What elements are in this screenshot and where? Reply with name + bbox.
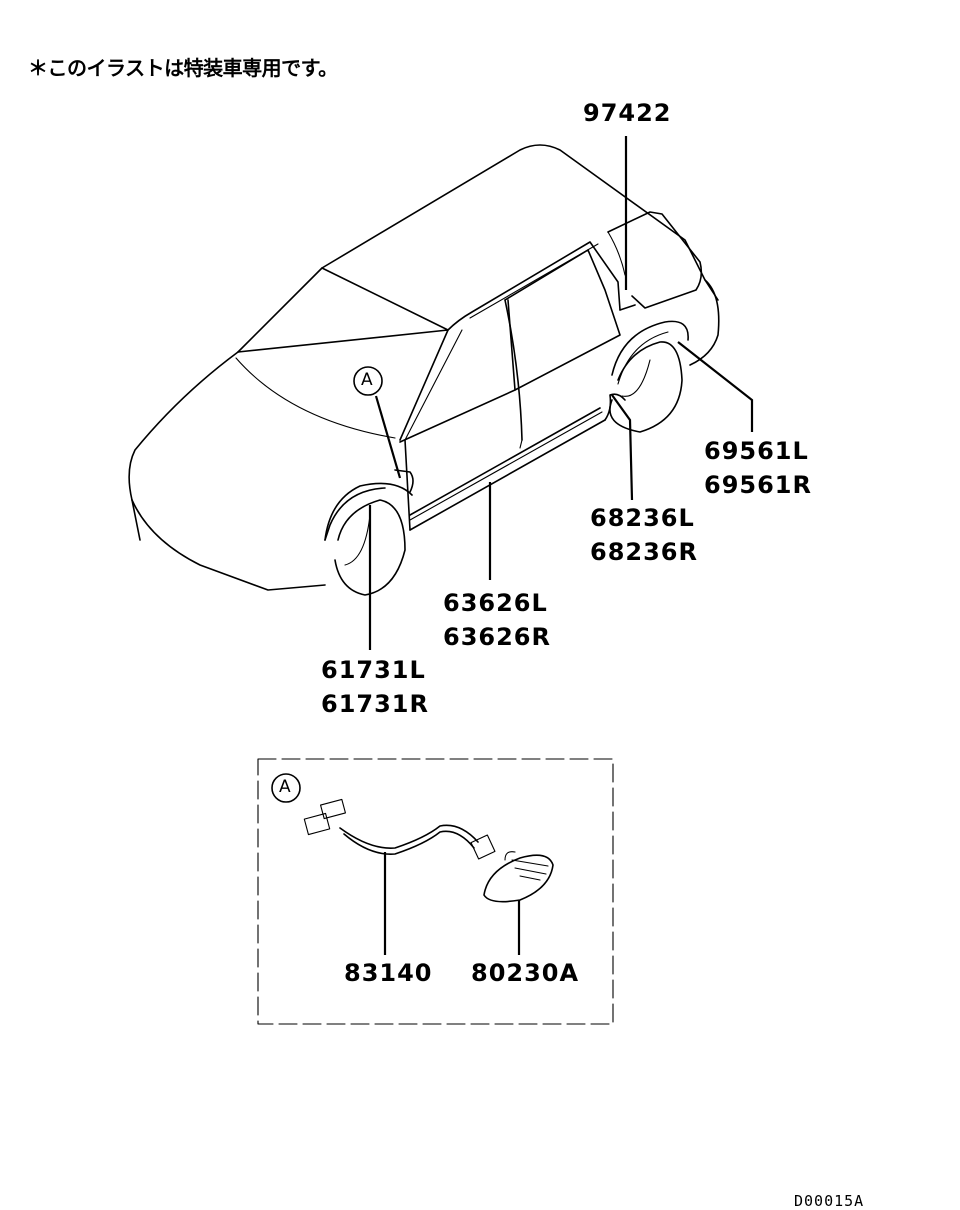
- part-number-80230A[interactable]: 80230A: [471, 959, 580, 987]
- detail-box-a: [257, 758, 614, 1025]
- detail-callout-a-label: A: [279, 777, 291, 797]
- part-number-68236[interactable]: 68236L 68236R: [590, 504, 698, 566]
- part-number-61731[interactable]: 61731L 61731R: [321, 656, 429, 718]
- vehicle-note: ＊このイラストは特装車専用です。: [28, 56, 338, 80]
- car-body-outline: [128, 144, 720, 596]
- part-number-63626[interactable]: 63626L 63626R: [443, 589, 551, 651]
- part-number-69561[interactable]: 69561L 69561R: [704, 437, 812, 499]
- leader-lines: [368, 136, 754, 650]
- callout-a-marker: [353, 366, 402, 479]
- callout-a-label: A: [361, 370, 373, 390]
- diagram-code: D00015A: [794, 1192, 865, 1210]
- part-number-97422[interactable]: 97422: [583, 99, 672, 127]
- part-number-83140[interactable]: 83140: [344, 959, 433, 987]
